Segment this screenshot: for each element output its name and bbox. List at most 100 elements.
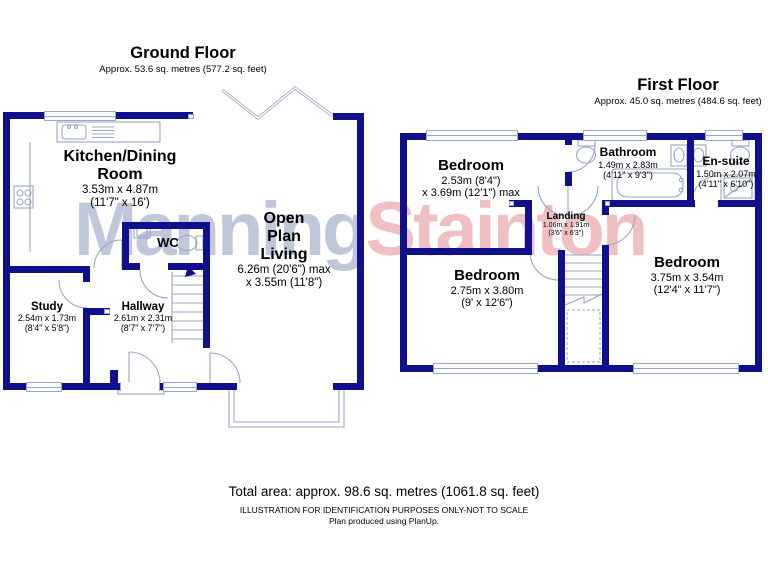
room-dim: x 3.55m (11'8") xyxy=(245,277,323,290)
room-dim: (4'11" x 6'10") xyxy=(698,178,754,189)
room-name: Hallway xyxy=(121,301,165,313)
room-label-landing: Landing 1.06m x 1.91m (3'6" x 6'3") xyxy=(521,211,611,238)
door-arc-living xyxy=(209,352,241,384)
room-name: Open Plan Living xyxy=(260,210,308,264)
room-dim: (12'4" x 11'7") xyxy=(653,284,721,297)
window xyxy=(633,363,739,374)
window xyxy=(426,130,518,141)
door-arc-bedroom-main xyxy=(604,214,636,246)
wall xyxy=(602,245,609,365)
room-dim: (8'7" x 7'7") xyxy=(120,322,166,333)
stairs-first xyxy=(564,254,603,363)
room-label-wc: WC xyxy=(146,235,190,251)
room-dim: (3'6" x 6'3") xyxy=(548,230,584,238)
door-arc-wc xyxy=(139,269,169,299)
wall xyxy=(83,308,90,390)
wall xyxy=(687,133,694,207)
door-arc-bedroom-back xyxy=(529,251,559,281)
room-label-bedroom-front: Bedroom 2.53m (8'4") x 3.69m (12'1") max xyxy=(391,157,551,200)
wall xyxy=(333,383,364,390)
wall xyxy=(525,200,532,255)
room-name: Bathroom xyxy=(599,145,657,159)
room-dim: x 3.69m (12'1") max xyxy=(422,187,520,200)
room-dim: 1.49m x 2.83m xyxy=(598,159,658,170)
ground-floor-title: Ground Floor xyxy=(130,44,236,62)
wall xyxy=(509,200,532,207)
room-name: Study xyxy=(31,301,63,313)
wall xyxy=(755,133,762,372)
room-dim: (9' x 12'6") xyxy=(461,297,513,310)
room-name: WC xyxy=(157,235,179,250)
room-label-bedroom-back: Bedroom 2.75m x 3.80m (9' x 12'6") xyxy=(407,267,567,310)
total-area-text: Total area: approx. 98.6 sq. metres (106… xyxy=(228,484,540,499)
door-arc-bedroom-front xyxy=(537,185,599,217)
room-dim: 6.26m (20'6") max xyxy=(237,264,331,277)
room-name: Kitchen/Dining Room xyxy=(63,148,177,184)
ground-floor-subtitle: Approx. 53.6 sq. metres (577.2 sq. feet) xyxy=(99,64,267,75)
wall xyxy=(83,308,110,315)
hob-icon xyxy=(13,185,34,209)
wall xyxy=(333,113,364,120)
room-name: Landing xyxy=(546,211,586,222)
wall xyxy=(122,222,129,270)
wall-cap xyxy=(509,201,514,206)
room-label-open-plan-living: Open Plan Living 6.26m (20'6") max x 3.5… xyxy=(219,210,349,290)
room-label-study: Study 2.54m x 1.73m (8'4" x 5'8") xyxy=(7,301,87,334)
room-label-kitchen: Kitchen/Dining Room 3.53m x 4.87m (11'7"… xyxy=(45,148,195,210)
room-dim: 2.61m x 2.31m xyxy=(113,312,173,323)
room-dim: 1.06m x 1.91m xyxy=(542,222,590,230)
wall xyxy=(83,266,90,282)
room-name: Bedroom xyxy=(438,157,504,174)
wall xyxy=(122,263,140,270)
first-floor-subtitle: Approx. 45.0 sq. metres (484.6 sq. feet) xyxy=(594,96,762,107)
room-dim: 1.50m x 2.07m xyxy=(696,168,756,179)
window xyxy=(583,130,647,141)
door-arc-bathroom xyxy=(567,144,596,173)
kitchen-counter xyxy=(29,121,161,252)
window xyxy=(26,382,62,392)
window xyxy=(433,363,538,374)
wall xyxy=(565,133,572,145)
first-floor-title: First Floor xyxy=(637,76,719,94)
room-dim: 3.75m x 3.54m xyxy=(650,271,724,284)
bay-window xyxy=(228,390,345,428)
window xyxy=(163,382,197,392)
credit-text: Plan produced using PlanUp. xyxy=(328,516,440,526)
wall xyxy=(110,370,118,384)
wall-cap xyxy=(104,309,110,314)
room-name: Bedroom xyxy=(454,267,520,284)
wall xyxy=(3,112,10,390)
wall xyxy=(605,200,695,207)
room-dim: 3.53m x 4.87m xyxy=(81,184,159,197)
wall xyxy=(718,200,762,207)
window xyxy=(44,111,116,121)
room-name: En-suite xyxy=(702,154,750,168)
wall xyxy=(602,200,609,215)
wall xyxy=(400,365,762,372)
open-corner-zigzag xyxy=(221,86,334,120)
door-arc-study xyxy=(58,279,88,309)
room-label-hallway: Hallway 2.61m x 2.31m (8'7" x 7'7") xyxy=(103,301,183,334)
wall xyxy=(160,383,237,390)
wall xyxy=(168,263,210,270)
wall xyxy=(3,266,87,273)
wall-cap xyxy=(605,201,610,206)
room-label-ensuite: En-suite 1.50m x 2.07m (4'11" x 6'10") xyxy=(680,154,768,189)
room-dim: (4'11" x 9'3") xyxy=(603,169,653,180)
wall xyxy=(558,250,565,365)
door-arc-kitchen xyxy=(93,239,123,269)
wall xyxy=(400,248,532,255)
room-dim: 2.54m x 1.73m xyxy=(17,312,77,323)
wall xyxy=(400,133,762,140)
wall xyxy=(357,113,364,390)
wall xyxy=(565,172,572,186)
room-label-bedroom-main: Bedroom 3.75m x 3.54m (12'4" x 11'7") xyxy=(607,254,767,297)
disclaimer-text: ILLUSTRATION FOR IDENTIFICATION PURPOSES… xyxy=(239,505,529,515)
room-dim: 2.53m (8'4") xyxy=(441,174,501,187)
wall-cap xyxy=(188,114,194,119)
room-dim: 2.75m x 3.80m xyxy=(450,284,524,297)
room-label-bathroom: Bathroom 1.49m x 2.83m (4'11" x 9'3") xyxy=(568,145,688,180)
room-dim: (11'7" x 16') xyxy=(90,197,150,210)
